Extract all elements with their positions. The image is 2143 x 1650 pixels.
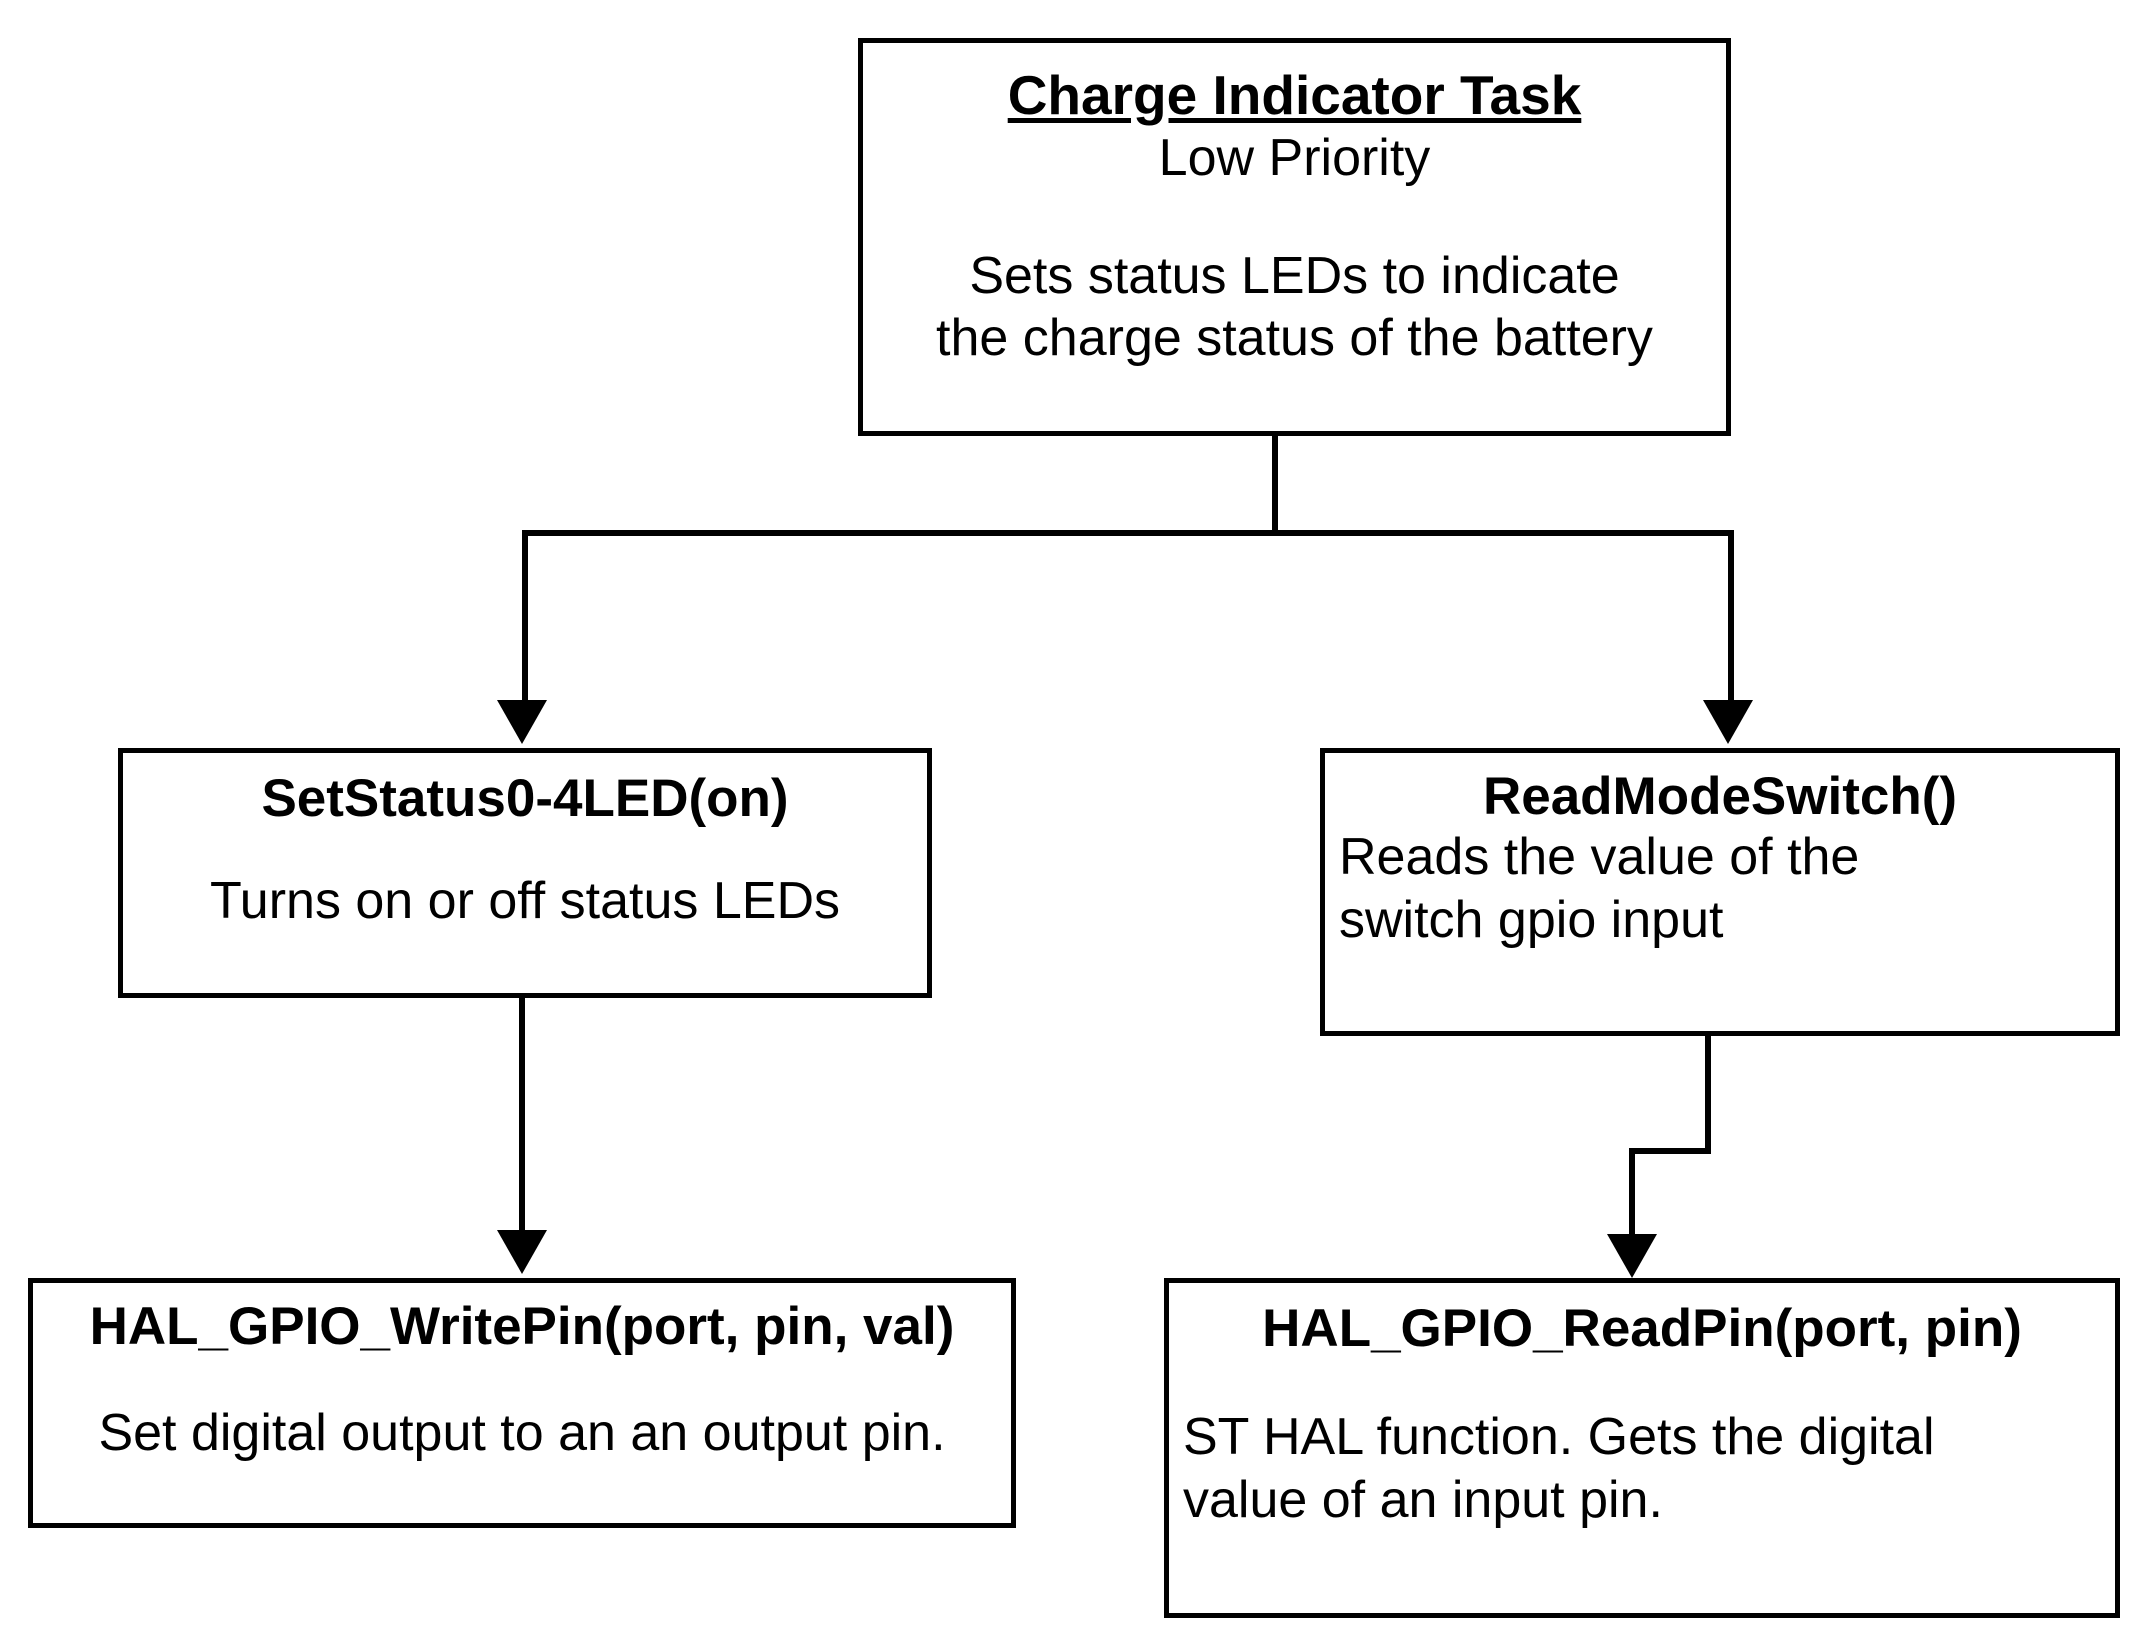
edge-split-bar bbox=[522, 530, 1734, 536]
arrowhead-icon bbox=[1703, 700, 1753, 744]
edge-to-readmodeswitch bbox=[1728, 530, 1734, 704]
node-charge-indicator-task[interactable]: Charge Indicator Task Low Priority Sets … bbox=[858, 38, 1731, 436]
node-title: HAL_GPIO_ReadPin(port, pin) bbox=[1262, 1299, 2022, 1358]
node-hal-gpio-writepin[interactable]: HAL_GPIO_WritePin(port, pin, val) Set di… bbox=[28, 1278, 1016, 1528]
edge-to-hal-gpio-readpin-jog bbox=[1629, 1148, 1711, 1154]
arrowhead-icon bbox=[1607, 1234, 1657, 1278]
arrowhead-icon bbox=[497, 1230, 547, 1274]
arrowhead-icon bbox=[497, 700, 547, 744]
edge-to-setstatus0-4led bbox=[522, 530, 528, 704]
node-description: Set digital output to an an output pin. bbox=[98, 1404, 946, 1463]
node-subtitle: Low Priority bbox=[1158, 128, 1431, 187]
edge-to-hal-gpio-writepin bbox=[519, 996, 525, 1234]
edge-to-hal-gpio-readpin-segment-a bbox=[1705, 1034, 1711, 1154]
node-title: ReadModeSwitch() bbox=[1482, 767, 1958, 826]
node-title: Charge Indicator Task bbox=[1007, 64, 1582, 126]
node-description: Turns on or off status LEDs bbox=[209, 872, 841, 931]
node-hal-gpio-readpin[interactable]: HAL_GPIO_ReadPin(port, pin) ST HAL funct… bbox=[1164, 1278, 2120, 1618]
edge-root-stem bbox=[1272, 436, 1278, 536]
edge-to-hal-gpio-readpin-segment-b bbox=[1629, 1148, 1635, 1240]
node-title: SetStatus0-4LED(on) bbox=[261, 769, 789, 828]
node-setstatus0-4led[interactable]: SetStatus0-4LED(on) Turns on or off stat… bbox=[118, 748, 932, 998]
node-title: HAL_GPIO_WritePin(port, pin, val) bbox=[89, 1297, 955, 1356]
